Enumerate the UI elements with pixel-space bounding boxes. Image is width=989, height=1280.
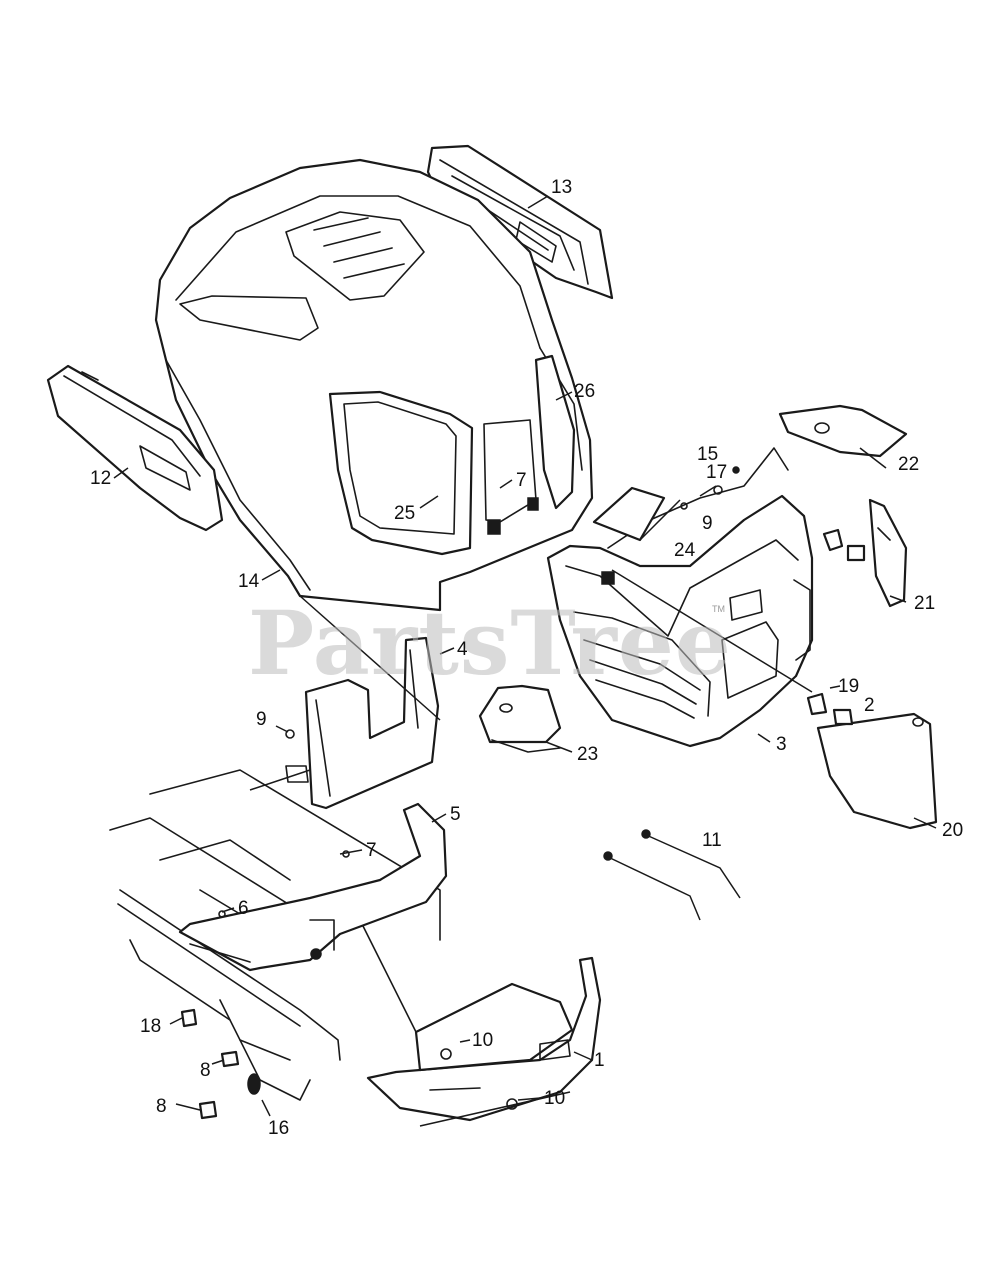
- part-22-lens: [778, 404, 908, 458]
- part-21-headlight: [868, 498, 908, 608]
- callout-15: 15: [697, 444, 718, 465]
- callout-7-frame: 7: [366, 840, 377, 861]
- callout-23: 23: [577, 744, 598, 765]
- part-4-shield: [285, 636, 440, 810]
- callout-16: 16: [268, 1118, 289, 1139]
- callout-14: 14: [238, 571, 260, 592]
- callout-12: 12: [90, 468, 111, 489]
- callout-10-lower: 10: [544, 1088, 565, 1109]
- callout-26: 26: [574, 381, 595, 402]
- leader-lines: [113, 195, 937, 1127]
- callout-3: 3: [776, 734, 787, 755]
- part-26-side-insert: [483, 354, 576, 535]
- callout-7-hood: 7: [516, 470, 527, 491]
- callout-17: 17: [706, 462, 727, 483]
- part-5-bracket: [178, 802, 448, 972]
- hardware-grille: [680, 466, 866, 726]
- part-3-grille-nose: [546, 447, 814, 748]
- part-12-side-panel: [46, 364, 224, 532]
- part-25-grille-insert: [328, 390, 474, 556]
- callout-4: 4: [457, 639, 468, 660]
- callout-10-upper: 10: [472, 1030, 493, 1051]
- watermark-trademark: TM: [712, 604, 725, 614]
- callout-22: 22: [898, 454, 919, 475]
- callout-6: 6: [238, 898, 249, 919]
- part-13-rear-panel: [426, 144, 614, 300]
- part-1-bumper: [366, 956, 602, 1122]
- watermark-text: PartsTree: [248, 591, 732, 695]
- watermark: PartsTree TM: [248, 591, 732, 695]
- callout-5: 5: [450, 804, 461, 825]
- callout-11: 11: [702, 830, 722, 851]
- part-11-wires: [603, 829, 741, 921]
- part-14-hood: [154, 158, 594, 612]
- part-20-lens-lower: [816, 712, 938, 830]
- callout-1: 1: [594, 1050, 605, 1071]
- callout-13: 13: [551, 177, 572, 198]
- callout-9-grille: 9: [702, 513, 713, 534]
- callout-19: 19: [838, 676, 859, 697]
- callout-18: 18: [140, 1016, 161, 1037]
- callout-24: 24: [674, 540, 696, 561]
- callout-21: 21: [914, 593, 935, 614]
- callout-9-shield: 9: [256, 709, 267, 730]
- callout-20: 20: [942, 820, 963, 841]
- part-24-filler: [592, 486, 666, 542]
- callout-8-upper: 8: [200, 1060, 211, 1081]
- callout-25: 25: [394, 503, 415, 524]
- callouts: 13 26 12 7 25 14 15 17 9 24 22 21 4 9 19…: [90, 177, 963, 1139]
- callout-8-lower: 8: [156, 1096, 167, 1117]
- part-23-lens-left: [478, 684, 562, 753]
- callout-2: 2: [864, 695, 875, 716]
